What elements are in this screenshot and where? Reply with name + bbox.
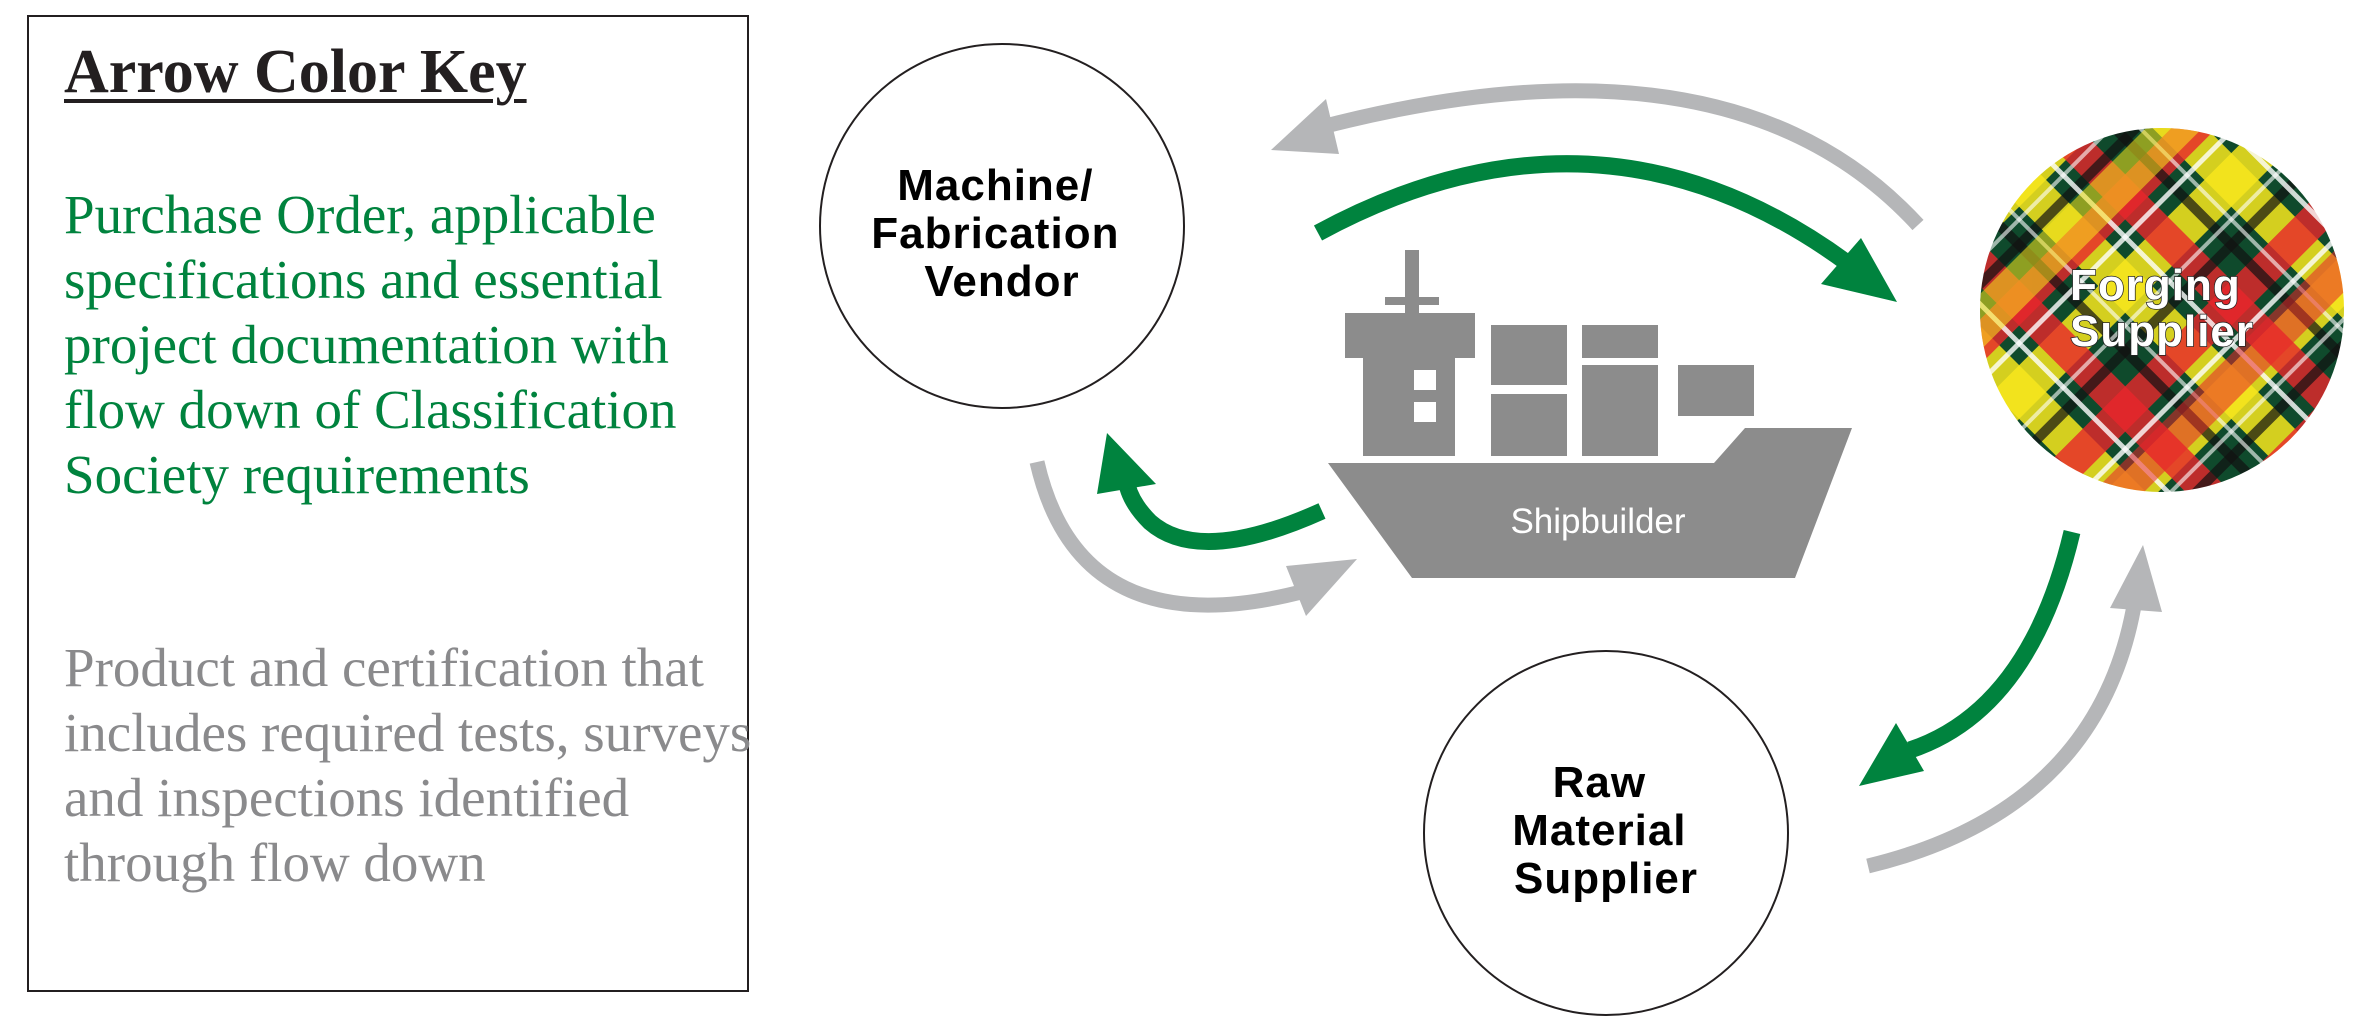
arrow-forging-to-shipbuilder-gray bbox=[1271, 83, 1924, 231]
machine-vendor-label: Machine/ Fabrication Vendor bbox=[871, 161, 1132, 306]
forging-supplier-line-1: Forging bbox=[2070, 261, 2241, 310]
machine-vendor-line-1: Machine/ bbox=[897, 161, 1093, 210]
ship-window-top bbox=[1414, 370, 1436, 390]
arrow-shipbuilder-to-machine-green bbox=[1097, 433, 1326, 551]
machine-vendor-line-3: Vendor bbox=[924, 257, 1079, 306]
raw-material-line-2: Material bbox=[1512, 806, 1686, 855]
raw-material-supplier-node: Raw Material Supplier bbox=[1423, 650, 1789, 1016]
arrow-raw-to-forging-gray bbox=[1866, 545, 2162, 874]
key-title: Arrow Color Key bbox=[64, 38, 527, 106]
shipbuilder-label: Shipbuilder bbox=[1510, 502, 1685, 541]
machine-vendor-line-2: Fabrication bbox=[871, 209, 1119, 258]
arrow-color-key-box: Arrow Color Key Purchase Order, applicab… bbox=[27, 15, 751, 992]
arrow-shipbuilder-to-forging-green bbox=[1313, 155, 1897, 302]
ship-window-bottom bbox=[1414, 402, 1436, 422]
arrow-machine-to-shipbuilder-gray bbox=[1029, 460, 1357, 616]
raw-material-line-3: Supplier bbox=[1514, 854, 1698, 903]
raw-material-supplier-label: Raw Material Supplier bbox=[1512, 758, 1700, 903]
key-gray-description: Product and certification that includes … bbox=[64, 637, 752, 893]
forging-supplier-node: Forging Supplier bbox=[1980, 128, 2344, 492]
arrow-forging-to-raw-green bbox=[1859, 530, 2081, 786]
forging-supplier-label: Forging Supplier bbox=[2070, 261, 2254, 356]
key-green-description: Purchase Order, applicable specification… bbox=[64, 184, 677, 505]
shipbuilder-ship-icon bbox=[1328, 250, 1852, 578]
raw-material-line-1: Raw bbox=[1553, 758, 1646, 807]
machine-fabrication-vendor-node: Machine/ Fabrication Vendor bbox=[819, 43, 1185, 409]
forging-supplier-line-2: Supplier bbox=[2070, 307, 2254, 356]
